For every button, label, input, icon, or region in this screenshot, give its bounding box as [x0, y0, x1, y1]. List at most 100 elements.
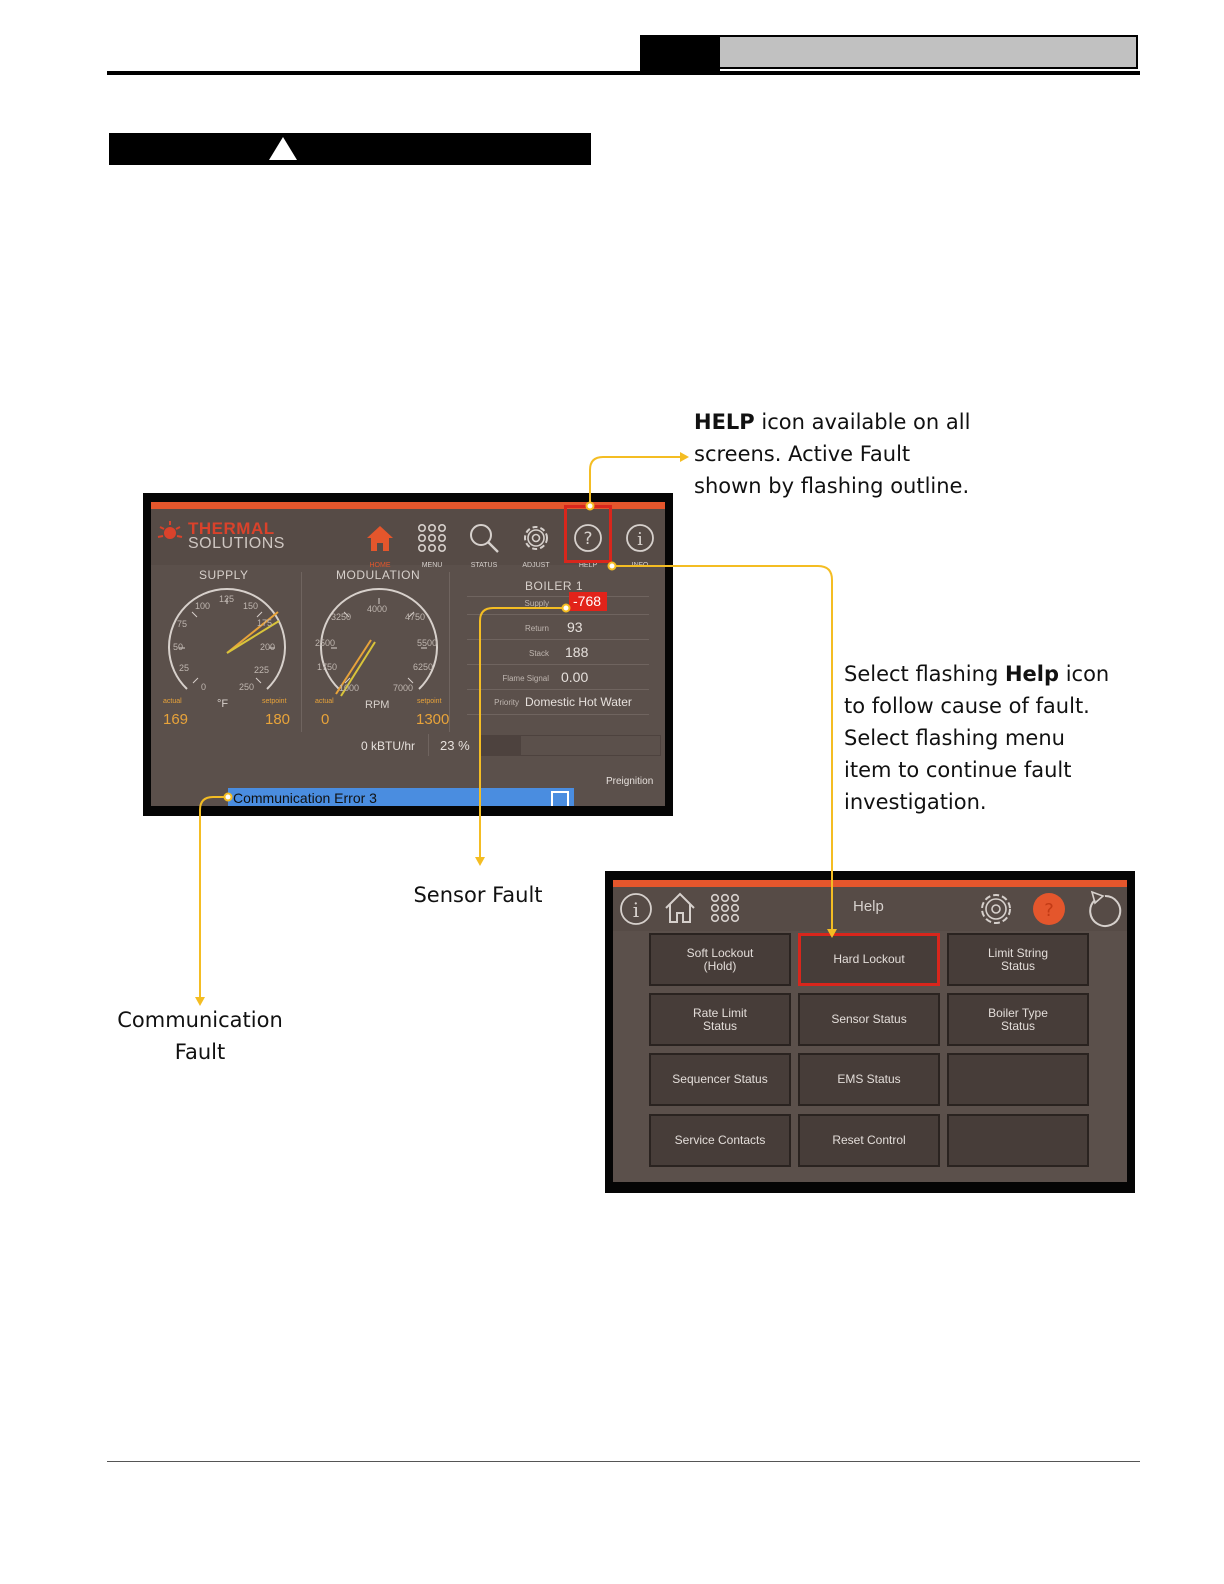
communication-fault-line — [199, 796, 228, 998]
svg-text:?: ? — [583, 529, 592, 549]
reset-control-button[interactable]: Reset Control — [798, 1114, 940, 1167]
modulation-actual-label: actual — [315, 698, 334, 705]
boiler-row-line — [467, 689, 649, 690]
gear-icon — [524, 526, 548, 550]
nav-adjust-button[interactable]: ADJUST — [511, 516, 561, 572]
boiler-row-line — [467, 639, 649, 640]
supply-label: Supply — [524, 599, 549, 608]
error-checkbox[interactable] — [551, 791, 569, 806]
nav-info-button[interactable]: i INFO — [615, 516, 665, 572]
svg-text:i: i — [633, 898, 639, 922]
service-contacts-button[interactable]: Service Contacts — [649, 1114, 791, 1167]
priority-value: Domestic Hot Water — [525, 695, 632, 709]
error-bar[interactable]: Communication Error 3 — [228, 788, 574, 806]
tick-label: 0 — [201, 682, 206, 692]
boiler-row-line — [467, 714, 649, 715]
home-icon[interactable] — [663, 890, 697, 926]
nav-menu-button[interactable]: MENU — [407, 516, 457, 572]
help-icon-annotation: HELP icon available on all screens. Acti… — [694, 410, 971, 498]
accent-stripe — [613, 880, 1127, 887]
output-value: 0 kBTU/hr — [361, 739, 416, 753]
boiler-row-line — [467, 614, 649, 615]
back-icon[interactable] — [1083, 888, 1123, 928]
tick-label: 1000 — [339, 683, 359, 693]
nav-home-button[interactable]: HOME — [355, 516, 405, 572]
tick-label: 25 — [179, 663, 189, 673]
boiler-title: BOILER 1 — [525, 579, 584, 593]
boiler-row-line — [467, 664, 649, 665]
soft-lockout-button[interactable]: Soft Lockout (Hold) — [649, 933, 791, 986]
tick-label: 2500 — [315, 638, 335, 648]
tick-label: 175 — [257, 618, 272, 628]
state-text: Preignition — [606, 776, 654, 787]
header-tab-black — [640, 35, 720, 71]
supply-setpoint-label: setpoint — [262, 698, 287, 705]
return-value: 93 — [567, 619, 583, 635]
tick-label: 100 — [195, 601, 210, 611]
tick-label: 6250 — [413, 662, 433, 672]
help-header: i Help ? — [613, 887, 1127, 931]
menu-grid-icon — [417, 523, 446, 552]
help-icon[interactable]: ? — [1030, 890, 1068, 928]
tick-label: 125 — [219, 594, 234, 604]
percent-bar-track — [481, 735, 661, 756]
home-header: THERMAL SOLUTIONS HOME MENU STATUS — [151, 509, 665, 569]
priority-label: Priority — [494, 698, 519, 707]
hard-lockout-button[interactable]: Hard Lockout — [798, 933, 940, 986]
info-icon[interactable]: i — [619, 891, 653, 927]
tick-label: 200 — [260, 642, 275, 652]
tick-label: 150 — [243, 601, 258, 611]
modulation-title: MODULATION — [336, 568, 421, 582]
brand-bottom: SOLUTIONS — [188, 535, 285, 552]
return-label: Return — [524, 624, 549, 633]
modulation-setpoint-value: 1300 — [416, 711, 450, 728]
supply-title: SUPPLY — [199, 568, 249, 582]
nav-help-button[interactable]: ? HELP — [563, 516, 613, 572]
tick-label: 4000 — [367, 604, 387, 614]
supply-setpoint-value: 180 — [265, 711, 291, 728]
header-rule — [107, 71, 1140, 75]
help-title: Help — [853, 898, 884, 915]
stack-label: Stack — [528, 649, 549, 658]
brand-top: THERMAL — [188, 519, 275, 538]
help-fault-outline — [564, 505, 612, 563]
limit-string-status-button[interactable]: Limit String Status — [947, 933, 1089, 986]
arrow-head — [680, 452, 689, 462]
boiler-type-status-button[interactable]: Boiler Type Status — [947, 993, 1089, 1046]
tick-label: 1750 — [317, 662, 337, 672]
flame-signal-label: Flame Signal — [502, 674, 549, 683]
supply-fault-box: -768 — [569, 592, 607, 611]
tick-label: 3250 — [331, 612, 351, 622]
error-text: Communication Error 3 — [233, 790, 377, 806]
supply-unit: °F — [217, 698, 229, 710]
gauge-divider — [301, 572, 302, 732]
svg-text:i: i — [637, 529, 643, 550]
stack-value: 188 — [565, 644, 589, 660]
flame-signal-value: 0.00 — [561, 669, 589, 685]
tick-label: 75 — [177, 619, 187, 629]
tick-label: 7000 — [393, 683, 413, 693]
supply-gauge: 0 25 50 75 100 125 150 175 200 225 250 — [168, 588, 286, 692]
supply-actual-value: 169 — [163, 711, 189, 728]
arrow-head — [475, 857, 485, 866]
supply-value: -768 — [573, 593, 602, 609]
tick-label: 5500 — [417, 638, 437, 648]
modulation-gauge: 1000 1750 2500 3250 4000 4750 5500 6250 … — [315, 588, 438, 697]
boiler-row-line — [467, 596, 649, 597]
home-screen: THERMAL SOLUTIONS HOME MENU STATUS — [143, 493, 673, 816]
supply-actual-label: actual — [163, 698, 182, 705]
sequencer-status-button[interactable]: Sequencer Status — [649, 1053, 791, 1106]
tick-label: 4750 — [405, 612, 425, 622]
warning-banner — [109, 133, 591, 165]
sensor-status-button[interactable]: Sensor Status — [798, 993, 940, 1046]
tick-label: 225 — [254, 665, 269, 675]
help-icon: ? — [574, 524, 602, 552]
gear-icon[interactable] — [977, 890, 1015, 928]
warning-triangle-icon — [269, 137, 297, 160]
nav-status-button[interactable]: STATUS — [459, 516, 509, 572]
rate-limit-status-button[interactable]: Rate Limit Status — [649, 993, 791, 1046]
ems-status-button[interactable]: EMS Status — [798, 1053, 940, 1106]
modulation-setpoint-label: setpoint — [417, 698, 442, 705]
menu-grid-icon[interactable] — [709, 892, 743, 926]
percent-value: 23 % — [440, 738, 470, 753]
